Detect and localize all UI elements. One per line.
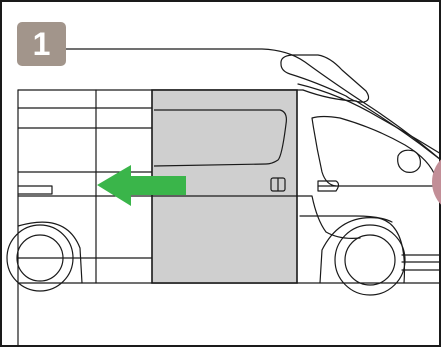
- step-number-badge: 1: [17, 22, 66, 66]
- sliding-door-details: [152, 109, 297, 197]
- edge-marker: [432, 159, 441, 205]
- slide-direction-arrow: [97, 165, 186, 206]
